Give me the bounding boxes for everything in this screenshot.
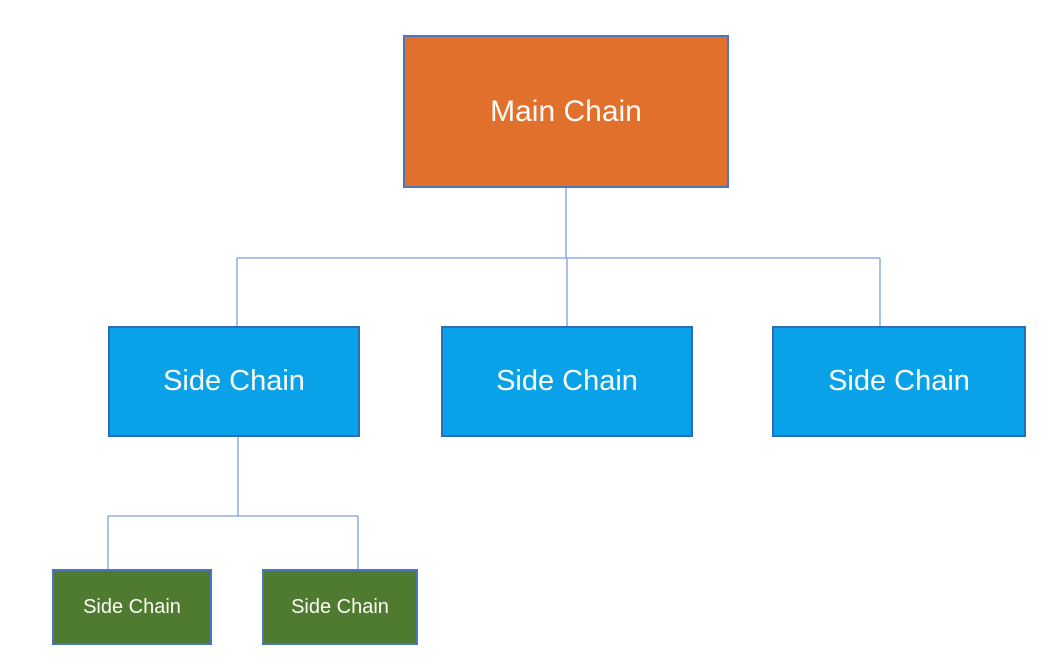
side-chain-node-left: Side Chain [108, 326, 360, 437]
nested-side-chain-node-left: Side Chain [52, 569, 212, 645]
side-chain-right-label: Side Chain [828, 364, 970, 397]
side-chain-node-right: Side Chain [772, 326, 1026, 437]
nested-side-chain-left-label: Side Chain [83, 596, 181, 618]
main-chain-label: Main Chain [490, 95, 642, 128]
side-chain-node-middle: Side Chain [441, 326, 693, 437]
side-chain-left-label: Side Chain [163, 364, 305, 397]
nested-side-chain-node-right: Side Chain [262, 569, 418, 645]
nested-side-chain-right-label: Side Chain [291, 596, 389, 618]
side-chain-middle-label: Side Chain [496, 364, 638, 397]
main-chain-node: Main Chain [403, 35, 729, 188]
